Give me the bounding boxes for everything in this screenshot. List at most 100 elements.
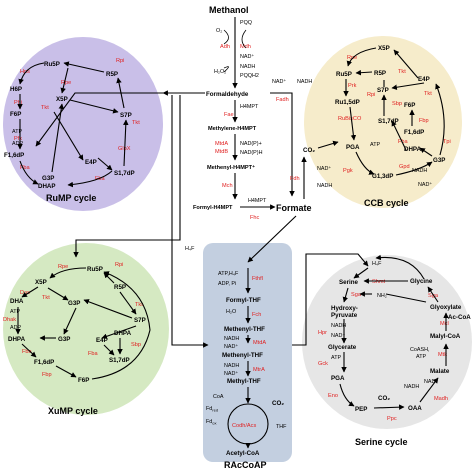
rump-atp: ATP (12, 129, 22, 135)
methanol-label: Methanol (209, 5, 249, 15)
xump-dha: DHA (10, 298, 24, 305)
raccoap-fdox-label: Fd (206, 419, 212, 425)
nadp-label: NAD(P)+ (240, 141, 262, 147)
serine-nad: NAD⁺ (331, 333, 345, 339)
serine-cycle-title: Serine cycle (355, 437, 408, 447)
ccb-e4p: E4P (418, 76, 430, 83)
xump-ru5p: Ru5P (87, 266, 103, 273)
raccoap-fdred-sub: red (212, 408, 218, 413)
ccb-atp: ATP (370, 142, 380, 148)
ccb-x5p: X5P (378, 45, 390, 52)
nadh3-label: NADH (317, 183, 332, 189)
xump-dhpa-2: DHPA (114, 330, 132, 337)
xump-r5p: R5P (114, 284, 126, 291)
ccb-ru15dp: Ru1,5dP (335, 99, 360, 106)
ccb-s17dp: S1,7dP (378, 118, 399, 125)
raccoap-methenyl-thf-2: Methenyl-THF (222, 352, 263, 359)
co2-label: CO₂ (303, 147, 315, 154)
enzyme-xump-fba: Fba (22, 349, 33, 355)
nad3-label: NAD⁺ (317, 166, 331, 172)
serine-nadh2: NADH (404, 384, 419, 390)
rump-cycle-title: RuMP cycle (46, 193, 96, 203)
enzyme-ccb-gpd: Gpd (399, 164, 410, 170)
enzyme-fadh: Fadh (276, 97, 289, 103)
serine-malate: Malate (430, 368, 450, 375)
raccoap-fdred: Fdred (206, 406, 218, 413)
serine-nad2: NAD⁺ (424, 379, 438, 385)
serine-glycerate: Glycerate (328, 344, 357, 351)
methenyl-h4mpt-label: Methenyl-H4MPT⁺ (207, 164, 255, 171)
raccoap-methyl-thf: Methyl-THF (227, 378, 261, 385)
pqq-label: PQQ (240, 20, 252, 26)
serine-pga: PGA (331, 375, 345, 382)
serine-hydroxypyruvate-2: Pyruvate (331, 312, 358, 319)
nad-label: NAD⁺ (240, 54, 254, 60)
ccb-f16dp: F1,6dP (404, 129, 424, 136)
enzyme-xump-fbp: Fbp (42, 372, 52, 378)
xump-cycle-title: XuMP cycle (48, 406, 98, 416)
enzyme-ccb-fba: Fba (398, 139, 409, 145)
enzyme-ccb-pgk: Pgk (343, 168, 353, 174)
xump-x5p: X5P (35, 279, 47, 286)
nad2-label: NAD⁺ (272, 79, 286, 85)
raccoap-box (203, 243, 292, 462)
enzyme-mtk: Mtk (438, 352, 447, 358)
enzyme-fdh: Fdh (290, 176, 300, 182)
ccb-cycle: X5P Ru5P R5P E4P S7P Ru1,5dP F6P S1,7dP … (335, 45, 451, 188)
h4mpt-label: H4MPT (240, 104, 259, 110)
xump-g3p-2: G3P (58, 336, 70, 343)
enzyme-xump-sbp: Sbp (131, 342, 141, 348)
pqqh2-label: PQQH2 (240, 73, 259, 79)
serine-h4f: H₄F (372, 261, 382, 267)
enzyme-ccb-rubisco: RuBisCO (338, 116, 362, 122)
serine-coash-atp: ATP (416, 354, 426, 360)
enzyme-adh: Adh (220, 44, 230, 50)
ccb-r5p: R5P (374, 70, 386, 77)
rump-r5p: R5P (106, 71, 118, 78)
rump-f6p: F6P (10, 111, 21, 118)
formate-label: Formate (276, 203, 312, 213)
rump-ru5p: Ru5P (44, 61, 60, 68)
enzyme-fthfl: Fthfl (252, 276, 263, 282)
raccoap-coa: CoA (213, 394, 224, 400)
formaldehyde-label: Formaldehyde (206, 91, 249, 98)
xump-dhpa: DHPA (8, 336, 26, 343)
enzyme-xump-tkt: Tkt (42, 295, 50, 301)
enzyme-xump-rpe: Rpe (58, 264, 68, 270)
serine-co2: CO₂ (378, 395, 390, 402)
xump-s7p: S7P (134, 317, 146, 324)
nadph-label: NAD(P)H (240, 150, 263, 156)
raccoap-nad: NAD⁺ (224, 344, 238, 350)
raccoap-acetyl-coa: Acetyl-CoA (226, 450, 260, 457)
enzyme-ccb-tkt: Tkt (398, 69, 406, 75)
xump-f6p: F6P (78, 377, 89, 384)
raccoap-methenyl-thf: Methenyl-THF (224, 326, 265, 333)
enzyme-mch: Mch (222, 183, 233, 189)
enzyme-rump-fba: Fba (20, 165, 31, 171)
enzyme-shmt: Shmt (372, 279, 386, 285)
enzyme-ppc: Ppc (387, 416, 397, 422)
enzyme-madh: Madh (434, 396, 448, 402)
enzyme-rump-phi: Phi (14, 100, 22, 106)
rump-x5p: X5P (56, 96, 68, 103)
o2-label: O₂ (216, 28, 222, 34)
ccb-s7p: S7P (377, 87, 389, 94)
xump-e4p: E4P (96, 337, 108, 344)
rump-h6p: H6P (10, 86, 22, 93)
xump-s17dp: S1,7dP (109, 357, 130, 364)
nadh2-label: NADH (297, 79, 312, 85)
ccb-g3p: G3P (433, 157, 445, 164)
enzyme-fch: Fch (252, 312, 261, 318)
xump-adp: ADP (10, 325, 21, 331)
methylene-h4mpt-label: Methylene-H4MPT (208, 126, 257, 132)
nadh-label: NADH (240, 64, 255, 70)
ccb-dhpa: DHPA (404, 146, 422, 153)
raccoap-fdox: Fdox (206, 419, 217, 426)
enzyme-fae: Fae (224, 112, 234, 118)
enzyme-ccb-rpi: Rpi (367, 92, 375, 98)
ccb-g13dp: G1,3dP (372, 173, 393, 180)
raccoap-pathway: ATP,H₄F ADP, Pi Fthfl Formyl-THF H₂O Fch… (206, 268, 287, 457)
serine-cycle: H₄F Serine Glycine Shmt Sga NH₂ Sga Hydr… (318, 254, 471, 422)
